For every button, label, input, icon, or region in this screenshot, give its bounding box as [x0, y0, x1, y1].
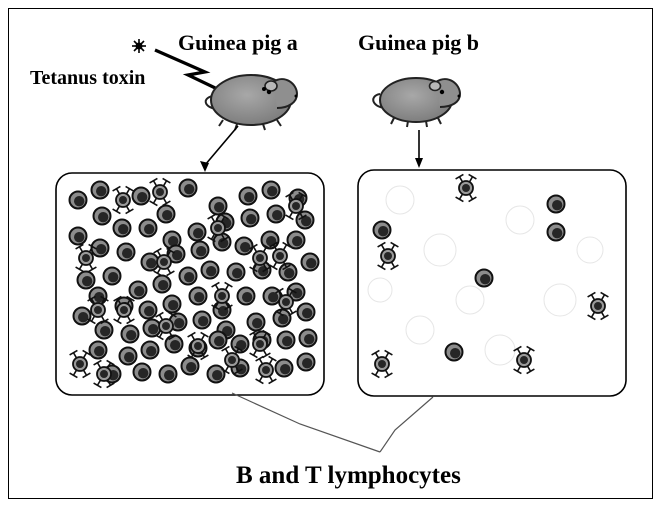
lymphocyte-cell — [78, 272, 95, 289]
lymphocyte-cell — [446, 344, 463, 361]
lymphocyte-cell — [74, 308, 91, 325]
lymphocyte-cell — [140, 302, 157, 319]
lymphocyte-cell — [134, 364, 151, 381]
lymphocyte-cell — [264, 288, 281, 305]
lymphocyte-cell — [278, 332, 295, 349]
lymphocyte-cell — [180, 180, 197, 197]
guinea-pig-a-label: Guinea pig a — [178, 30, 298, 56]
lymphocyte-cell — [548, 224, 565, 241]
lymphocyte-cell — [133, 188, 150, 205]
lymphocyte-cell — [192, 242, 209, 259]
lymphocyte-cell — [144, 320, 161, 337]
lymphocyte-cell — [302, 254, 319, 271]
lymphocyte-cell — [300, 330, 317, 347]
lymphocyte-cell — [202, 262, 219, 279]
lymphocyte-cell — [94, 208, 111, 225]
lymphocyte-cell — [268, 206, 285, 223]
arrow-b-icon — [415, 130, 423, 168]
lymphocyte-cell — [276, 360, 293, 377]
lymphocyte-cell — [140, 220, 157, 237]
lymphocyte-cell — [160, 366, 177, 383]
lymphocyte-cell — [70, 228, 87, 245]
lymphocyte-cell — [228, 264, 245, 281]
lymphocyte-cell — [476, 270, 493, 287]
lymphocyte-cell — [298, 304, 315, 321]
lymphocyte-cell — [130, 282, 147, 299]
lymphocyte-cell — [240, 188, 257, 205]
lymphocyte-cell — [90, 288, 107, 305]
guinea-pig-a-icon — [206, 75, 298, 130]
lymphocyte-cell — [166, 336, 183, 353]
lymphocyte-cell — [190, 288, 207, 305]
lymphocyte-cell — [242, 210, 259, 227]
lymphocyte-cell — [189, 224, 206, 241]
toxin-burst-icon — [132, 39, 146, 53]
lymphocyte-cell — [96, 322, 113, 339]
lymphocyte-cell — [70, 192, 87, 209]
lymphocyte-cell — [142, 342, 159, 359]
tetanus-toxin-label: Tetanus toxin — [30, 67, 145, 90]
lymphocyte-cell — [194, 312, 211, 329]
lymphocyte-cell — [92, 182, 109, 199]
lymphocytes-caption: B and T lymphocytes — [236, 462, 461, 490]
lymphocyte-cell — [90, 342, 107, 359]
lymphocyte-cell — [208, 366, 225, 383]
lymphocyte-cell — [210, 332, 227, 349]
arrow-a-icon — [200, 126, 238, 172]
connector-lines — [232, 393, 433, 452]
lymphocyte-cell — [154, 276, 171, 293]
lymphocyte-cell — [210, 198, 227, 215]
lymphocyte-cell — [158, 206, 175, 223]
lymphocyte-cell — [164, 296, 181, 313]
guinea-pig-b-icon — [373, 78, 460, 127]
lymphocyte-cell — [238, 288, 255, 305]
lymphocyte-cell — [214, 302, 231, 319]
lymphocyte-cell — [248, 314, 265, 331]
lymphocyte-cell — [236, 238, 253, 255]
lymphocyte-cell — [142, 254, 159, 271]
guinea-pig-b-label: Guinea pig b — [358, 30, 479, 56]
lymphocyte-cell — [118, 244, 135, 261]
lymphocyte-cell — [263, 182, 280, 199]
lymphocyte-cell — [122, 326, 139, 343]
lymphocyte-cell — [120, 348, 137, 365]
lymphocyte-cell — [374, 222, 391, 239]
lymphocyte-cell — [114, 220, 131, 237]
lymphocyte-cell — [548, 196, 565, 213]
lymphocyte-cell — [182, 358, 199, 375]
lymphocyte-cell — [298, 354, 315, 371]
lymphocyte-cell — [104, 268, 121, 285]
lymphocyte-cell — [180, 268, 197, 285]
